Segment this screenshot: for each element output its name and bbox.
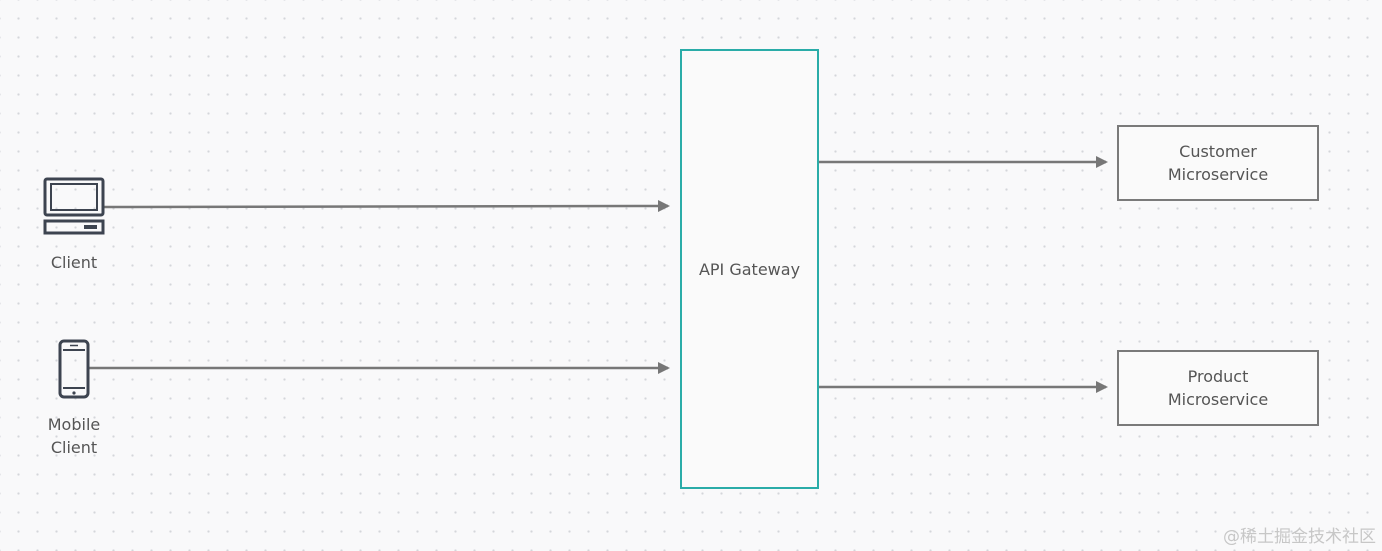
api-gateway-label: API Gateway bbox=[698, 259, 801, 279]
customer-microservice-label: Customer Microservice bbox=[1167, 142, 1269, 184]
edge-client-to-gateway bbox=[103, 200, 670, 213]
client-label: Client bbox=[50, 253, 98, 272]
laptop-icon bbox=[43, 177, 105, 235]
watermark: @稀土掘金技术社区 bbox=[1223, 527, 1376, 547]
mobile-client-label: Mobile Client bbox=[47, 415, 101, 457]
product-microservice-node: Product Microservice bbox=[1117, 350, 1319, 426]
mobile-phone-icon bbox=[58, 339, 90, 399]
customer-microservice-node: Customer Microservice bbox=[1117, 125, 1319, 201]
product-microservice-label: Product Microservice bbox=[1167, 367, 1269, 409]
api-gateway-node: API Gateway bbox=[680, 49, 819, 489]
